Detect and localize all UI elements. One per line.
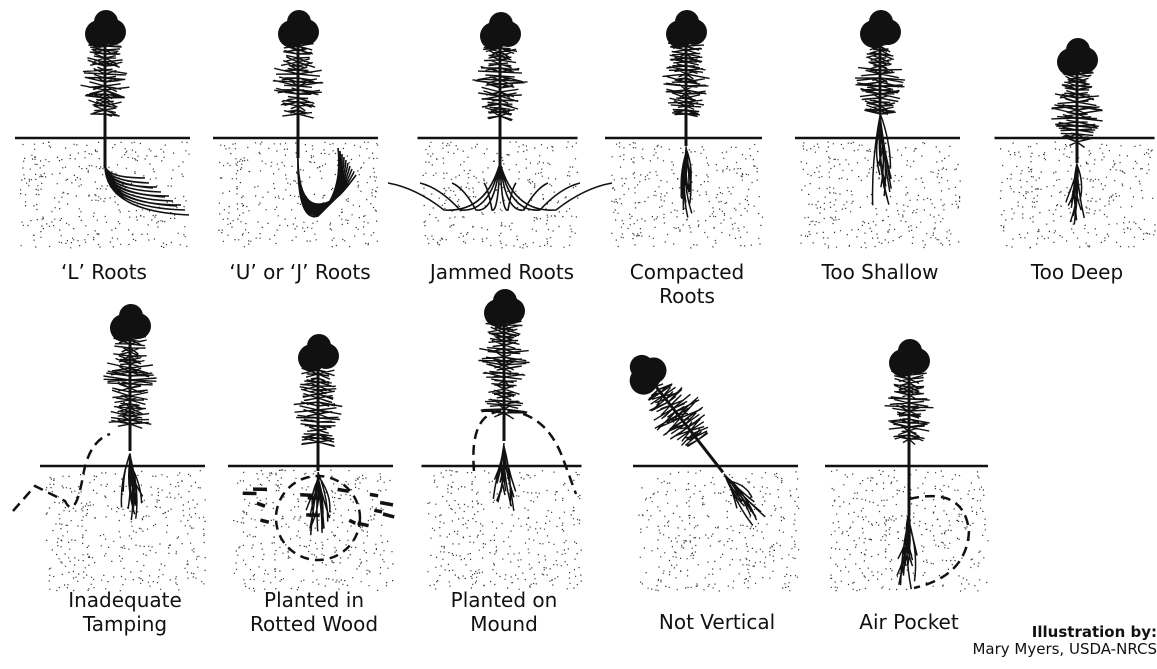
label-too-shallow: Too Shallow <box>822 260 939 284</box>
panel-inadequate-tamping <box>13 304 206 591</box>
seedling <box>103 304 156 520</box>
seedling <box>273 10 356 217</box>
seedling <box>388 12 612 210</box>
seedling <box>885 339 934 589</box>
label-jammed-roots: Jammed Roots <box>430 260 574 284</box>
panel-too-deep <box>995 38 1156 248</box>
panel-not-vertical <box>613 342 800 591</box>
panel-compacted-roots <box>605 10 763 248</box>
illustration-credit: Illustration by: Mary Myers, USDA-NRCS <box>972 624 1157 658</box>
dashed-outline <box>13 434 110 511</box>
label-air-pocket: Air Pocket <box>859 610 958 634</box>
label-u-j-roots: ‘U’ or ‘J’ Roots <box>229 260 370 284</box>
panel-u-j-roots <box>213 10 378 247</box>
panel-air-pocket <box>825 339 989 591</box>
label-l-roots: ‘L’ Roots <box>61 260 147 284</box>
seedling <box>613 342 782 537</box>
panel-planted-in-rotted-wood <box>228 334 394 591</box>
panel-too-shallow <box>795 10 961 248</box>
credit-line-1: Illustration by: <box>972 624 1157 641</box>
air-pocket-outline <box>909 496 969 588</box>
credit-line-2: Mary Myers, USDA-NRCS <box>972 641 1157 658</box>
label-not-vertical: Not Vertical <box>659 610 775 634</box>
mound-outline <box>473 411 576 494</box>
seedling <box>81 10 189 215</box>
panel-planted-on-mound <box>422 289 582 589</box>
label-too-deep: Too Deep <box>1031 260 1123 284</box>
seedling <box>1051 38 1102 225</box>
seedling <box>478 289 529 511</box>
panel-l-roots <box>15 10 190 248</box>
seedling <box>855 10 905 205</box>
seedling <box>663 10 710 218</box>
panel-jammed-roots <box>388 12 612 248</box>
